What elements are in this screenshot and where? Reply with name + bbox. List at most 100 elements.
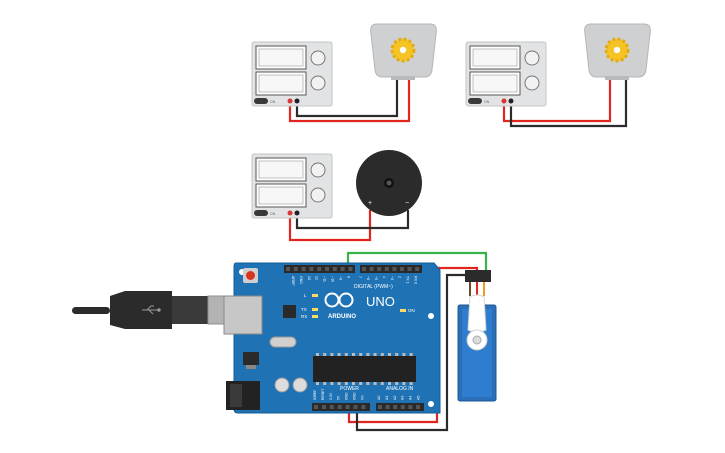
led-on: [400, 309, 406, 312]
chip-leg: [352, 353, 355, 356]
header-pin[interactable]: [345, 405, 350, 409]
wire-psu1-red[interactable]: [288, 78, 411, 123]
header-pin[interactable]: [332, 267, 337, 271]
chip-leg: [373, 382, 377, 385]
digital-pin-label: ~6: [366, 276, 370, 280]
header-pin[interactable]: [393, 405, 398, 409]
header-pin[interactable]: [416, 405, 420, 409]
chip-leg: [359, 353, 363, 356]
capacitor: [292, 377, 308, 393]
analog-pin-label: A4: [409, 396, 413, 400]
chip-leg: [373, 353, 377, 356]
chip-leg: [388, 382, 391, 385]
chip-leg: [380, 382, 384, 385]
psu2-negative-terminal[interactable]: [508, 98, 514, 104]
header-pin[interactable]: [293, 267, 298, 271]
header-pin[interactable]: [362, 267, 366, 271]
header-pin[interactable]: [400, 267, 404, 271]
chip-leg: [409, 382, 413, 385]
dc-motor-2[interactable]: [584, 23, 651, 80]
chip-leg: [337, 353, 341, 356]
chip-leg: [380, 353, 384, 356]
servo-connector[interactable]: [465, 270, 491, 282]
header-pin[interactable]: [400, 405, 405, 409]
header-pin[interactable]: [384, 267, 389, 271]
digital-pin-label: ~11: [323, 276, 327, 282]
header-pin[interactable]: [369, 267, 374, 271]
power-pin-label: 3.3V: [329, 392, 333, 400]
header-pin[interactable]: [301, 267, 306, 271]
header-pin[interactable]: [385, 405, 390, 409]
psu1-positive-terminal[interactable]: [287, 98, 293, 104]
chip-leg: [323, 382, 327, 385]
arduino-infinity-logo-icon: [324, 292, 354, 308]
power-pin-label: IOREF: [313, 390, 317, 400]
header-pin[interactable]: [286, 267, 290, 271]
analog-header: [376, 403, 424, 411]
usb-cable[interactable]: [72, 291, 229, 329]
header-pin[interactable]: [353, 405, 358, 409]
chip-leg: [359, 382, 363, 385]
header-pin[interactable]: [325, 267, 329, 271]
psu3-positive-terminal[interactable]: [287, 210, 293, 216]
header-pin[interactable]: [408, 405, 413, 409]
header-pin[interactable]: [314, 405, 318, 409]
header-pin[interactable]: [348, 267, 353, 271]
wire-psu1-black[interactable]: [295, 78, 399, 118]
chip-leg: [395, 353, 399, 356]
arduino-brand-label: ARDUINO: [328, 314, 356, 320]
header-pin[interactable]: [309, 267, 314, 271]
chip-leg: [330, 382, 334, 385]
piezo-buzzer[interactable]: + −: [356, 150, 422, 216]
header-pin[interactable]: [407, 267, 412, 271]
wire-psu2-black[interactable]: [509, 78, 628, 128]
usb-b-port[interactable]: [223, 295, 263, 335]
psu1-negative-terminal[interactable]: [294, 98, 300, 104]
psu1-switch-label: ON: [270, 100, 276, 104]
header-pin[interactable]: [329, 405, 334, 409]
chip-pins: [316, 353, 413, 385]
header-pin[interactable]: [361, 405, 366, 409]
header-pin[interactable]: [377, 267, 382, 271]
wire-psu3-red[interactable]: [288, 210, 372, 242]
dc-motor-1[interactable]: [370, 23, 437, 80]
wire-psu3-black[interactable]: [295, 210, 410, 230]
analog-pin-label: A3: [401, 396, 405, 400]
psu2-positive-terminal[interactable]: [501, 98, 507, 104]
led-rx-label: RX: [301, 314, 307, 319]
power-section-label: POWER: [340, 386, 359, 392]
power-supply-2[interactable]: ON: [465, 41, 547, 107]
servo-motor[interactable]: [457, 270, 497, 402]
wire-servo-signal[interactable]: [346, 251, 488, 278]
power-pin-label: RESET: [321, 389, 325, 400]
capacitor: [274, 377, 290, 393]
psu3-negative-terminal[interactable]: [294, 210, 300, 216]
power-supply-3[interactable]: ON: [251, 153, 333, 219]
led-on-label: ON: [408, 308, 415, 313]
power-pin-label: GND: [345, 392, 349, 400]
gear-icon: [604, 37, 630, 63]
header-pin[interactable]: [392, 267, 397, 271]
header-pin[interactable]: [321, 405, 326, 409]
mounting-hole: [428, 313, 434, 319]
wire-psu2-red[interactable]: [502, 78, 612, 123]
psu3-switch-label: ON: [270, 212, 276, 216]
header-pin[interactable]: [317, 267, 322, 271]
digital-pin-label: RX 0: [414, 276, 418, 284]
led-l-label: L: [304, 293, 307, 298]
header-pin[interactable]: [340, 267, 345, 271]
analog-pin-label: A2: [393, 396, 397, 400]
servo-horn[interactable]: [467, 294, 487, 333]
header-pin[interactable]: [415, 267, 420, 271]
header-pin[interactable]: [337, 405, 342, 409]
atmega-microcontroller: [313, 356, 416, 382]
chip-leg: [316, 353, 319, 356]
power-supply-1[interactable]: ON: [251, 41, 333, 107]
header-pin[interactable]: [378, 405, 382, 409]
chip-leg: [366, 353, 370, 356]
